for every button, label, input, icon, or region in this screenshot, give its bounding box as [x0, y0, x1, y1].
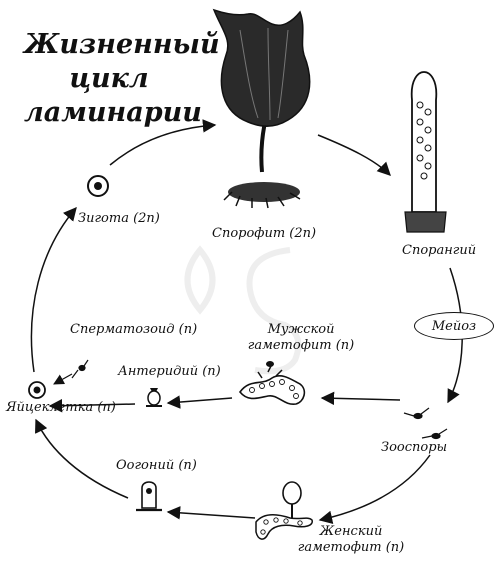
- label-oogonium: Оогоний (n): [116, 458, 197, 473]
- male-gametophyte-illustration: [238, 361, 306, 405]
- label-female-gametophyte-line-2: гаметофит (n): [297, 540, 405, 555]
- label-female-gametophyte: Женский гаметофит (n): [296, 524, 406, 556]
- female-gametophyte-illustration: [255, 481, 313, 540]
- arrow-sporophyte-to-sporangium: [317, 134, 391, 176]
- label-female-gametophyte-line-1: Женский: [319, 524, 383, 539]
- arrow-zoospores-to-male-gametophyte: [320, 391, 401, 406]
- egg-cell-illustration: [28, 381, 46, 399]
- label-sporangium: Спорангий: [402, 243, 477, 258]
- arrow-zygote-to-sporophyte: [109, 119, 217, 166]
- label-spermatozoid: Сперматозоид (n): [70, 322, 198, 337]
- arrow-egg-cell-to-zygote: [30, 206, 77, 373]
- title-line-1: Жизненный: [24, 29, 220, 60]
- watermark-logo: [184, 245, 302, 375]
- label-zygote: Зигота (2n): [78, 211, 160, 226]
- arrow-spermatozoid-to-egg-cell: [53, 373, 73, 385]
- title-line-2: цикл: [69, 63, 149, 94]
- spermatozoid-illustration: [71, 359, 89, 379]
- oogonium-illustration: [136, 481, 162, 512]
- label-sporophyte: Спорофит (2n): [212, 226, 317, 241]
- label-male-gametophyte: Мужской гаметофит (n): [236, 322, 366, 354]
- meiosis-badge: Мейоз: [414, 312, 494, 340]
- label-antheridium: Антеридий (n): [118, 364, 221, 379]
- arrow-zoospores-to-female-gametophyte: [318, 454, 431, 524]
- label-egg-cell: Яйцеклетка (n): [6, 400, 116, 415]
- sporangium-illustration: [404, 71, 447, 233]
- zygote-illustration: [87, 175, 109, 197]
- label-meiosis: Мейоз: [431, 318, 477, 334]
- antheridium-illustration: [146, 388, 162, 407]
- arrow-antheridium-to-egg-cell: [48, 398, 136, 413]
- diagram-title: Жизненный цикл ламинарии: [24, 28, 220, 130]
- arrow-sporangium-to-zoospores: [447, 267, 463, 404]
- zoospores-illustration: [403, 407, 448, 440]
- arrow-oogonium-to-egg-cell: [35, 418, 129, 499]
- title-line-3: ламинарии: [24, 97, 202, 128]
- label-male-gametophyte-line-1: Мужской: [267, 322, 335, 337]
- label-zoospores: Зооспоры: [381, 440, 448, 455]
- arrow-male-gametophyte-to-antheridium: [166, 395, 233, 409]
- arrow-female-gametophyte-to-oogonium: [166, 506, 256, 520]
- label-male-gametophyte-line-2: гаметофит (n): [247, 338, 355, 353]
- sporophyte-illustration: [212, 8, 311, 209]
